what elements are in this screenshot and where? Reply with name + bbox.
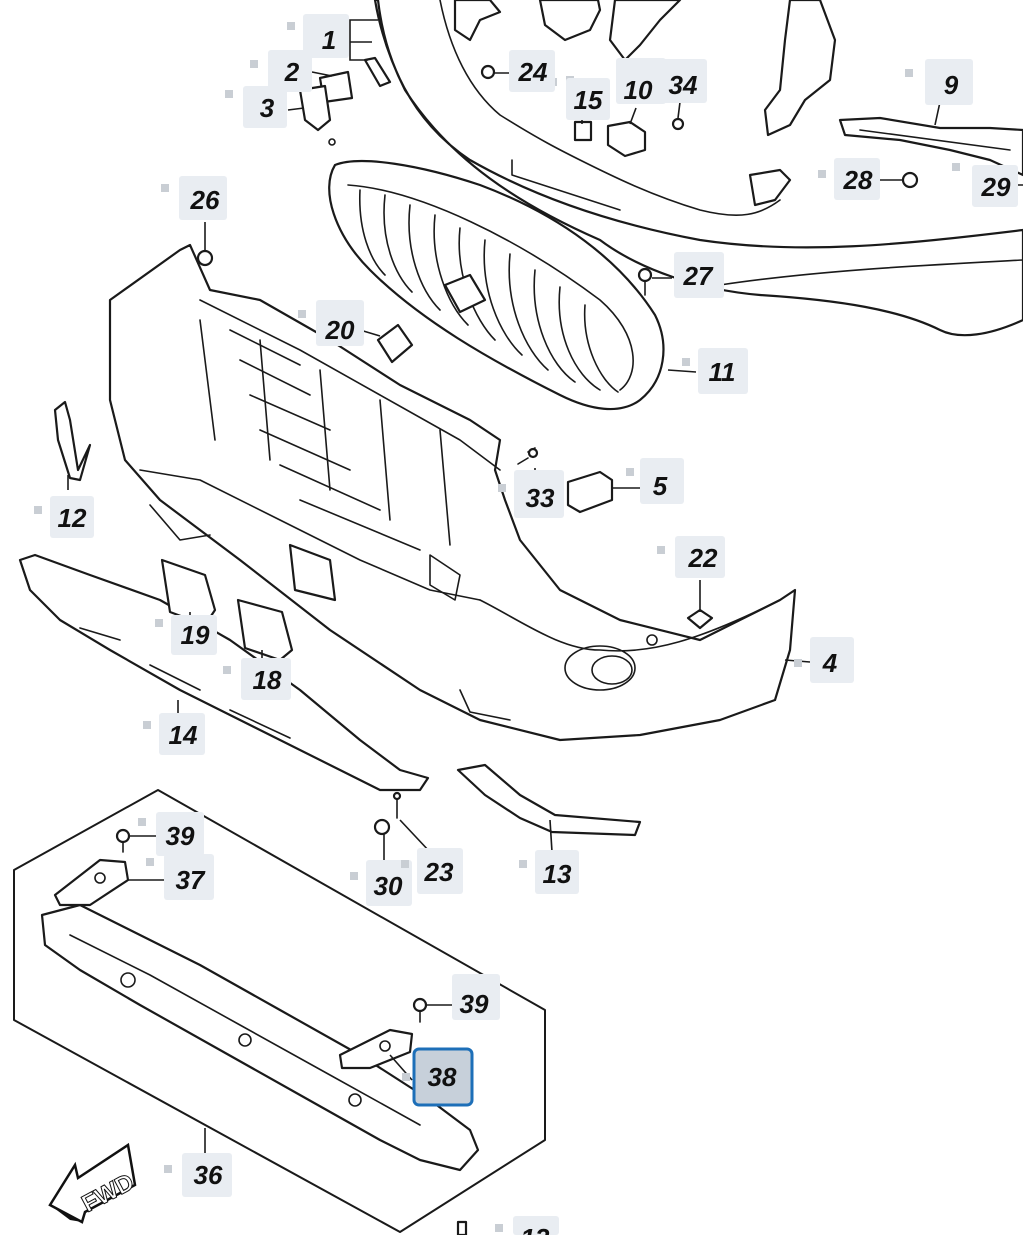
emblem-part [376, 323, 414, 364]
svg-text:39: 39 [166, 821, 195, 851]
callout-27[interactable]: 27 [674, 252, 724, 298]
callout-36[interactable]: 36 [164, 1153, 232, 1197]
lower-fasteners-part [373, 791, 402, 836]
svg-text:11: 11 [709, 357, 736, 387]
block-part [566, 470, 614, 514]
svg-text:19: 19 [181, 620, 210, 650]
svg-text:15: 15 [574, 85, 603, 115]
callout-30[interactable]: 30 [350, 860, 412, 906]
svg-text:33: 33 [526, 483, 555, 513]
lower-trim-part [456, 763, 642, 837]
svg-text:4: 4 [822, 648, 838, 678]
callout-33[interactable]: 33 [498, 470, 564, 518]
bumper-frame-part [108, 243, 797, 742]
callout-23[interactable]: 23 [401, 848, 463, 894]
svg-text:13: 13 [543, 859, 572, 889]
callout-13[interactable]: 13 [519, 850, 579, 894]
upper-bumper-part [373, 0, 1023, 337]
svg-text:12: 12 [58, 503, 87, 533]
callout-19[interactable]: 19 [155, 615, 217, 655]
svg-text:18: 18 [253, 665, 282, 695]
svg-text:10: 10 [624, 75, 653, 105]
callout-22[interactable]: 22 [657, 536, 725, 578]
svg-text:23: 23 [424, 857, 454, 887]
sub-assembly-box [13, 789, 546, 1233]
svg-text:5: 5 [653, 471, 668, 501]
callout-5[interactable]: 5 [626, 458, 684, 504]
nut-part [686, 608, 714, 630]
callout-29[interactable]: 29 [952, 163, 1018, 207]
callout-34[interactable]: 34 [661, 59, 707, 103]
svg-text:2: 2 [284, 57, 300, 87]
svg-text:14: 14 [169, 720, 198, 750]
svg-text:39: 39 [460, 989, 489, 1019]
callout-24[interactable]: 24 [509, 50, 557, 92]
callout-18[interactable]: 18 [223, 658, 291, 700]
svg-text:28: 28 [843, 165, 873, 195]
side-bracket-part [838, 116, 1023, 177]
callout-26[interactable]: 26 [161, 176, 227, 220]
callout-20[interactable]: 20 [298, 300, 364, 346]
callout-4[interactable]: 4 [794, 637, 854, 683]
top-brackets-part [453, 0, 837, 207]
grille-part [328, 160, 665, 411]
callout-14[interactable]: 14 [143, 713, 205, 755]
upper-fasteners-part [480, 64, 919, 189]
svg-text:9: 9 [944, 70, 959, 100]
svg-text:24: 24 [518, 57, 548, 87]
svg-text:26: 26 [190, 185, 220, 215]
cover-18-part [236, 598, 294, 662]
small-clips-part [298, 56, 392, 146]
callout-38-selected[interactable]: 38 [402, 1047, 474, 1107]
callout-12[interactable]: 12 [34, 496, 94, 538]
svg-text:20: 20 [325, 315, 355, 345]
callout-labels: 1 2 3 24 15 10 34 9 28 29 26 27 20 11 12… [34, 14, 1018, 1235]
callout-11[interactable]: 11 [682, 348, 748, 394]
callout-9[interactable]: 9 [905, 59, 973, 105]
bottom-bolt-part [456, 1220, 468, 1235]
leader-lines [67, 19, 1023, 1158]
side-trim-part [53, 400, 92, 482]
svg-text:37: 37 [176, 865, 206, 895]
svg-text:1: 1 [322, 25, 336, 55]
svg-text:27: 27 [683, 261, 714, 291]
svg-text:3: 3 [260, 93, 275, 123]
callout-10[interactable]: 10 [616, 58, 666, 105]
callout-1[interactable]: 1 [287, 14, 349, 58]
svg-text:22: 22 [688, 543, 718, 573]
svg-text:30: 30 [374, 871, 403, 901]
svg-text:38: 38 [428, 1062, 457, 1092]
callout-3[interactable]: 3 [225, 86, 287, 128]
callout-28[interactable]: 28 [818, 158, 880, 200]
callout-39-bottom[interactable]: 39 [452, 974, 500, 1020]
callout-39-top[interactable]: 39 [138, 812, 204, 856]
callout-13-bottom[interactable]: 13 [495, 1216, 559, 1235]
callout-37[interactable]: 37 [146, 854, 214, 900]
svg-text:36: 36 [194, 1160, 223, 1190]
svg-text:29: 29 [981, 172, 1011, 202]
callout-2[interactable]: 2 [250, 50, 312, 92]
fwd-direction-arrow: FWD [48, 1142, 139, 1224]
callout-15[interactable]: 15 [566, 76, 610, 120]
svg-text:13: 13 [521, 1223, 550, 1235]
svg-text:34: 34 [669, 70, 698, 100]
